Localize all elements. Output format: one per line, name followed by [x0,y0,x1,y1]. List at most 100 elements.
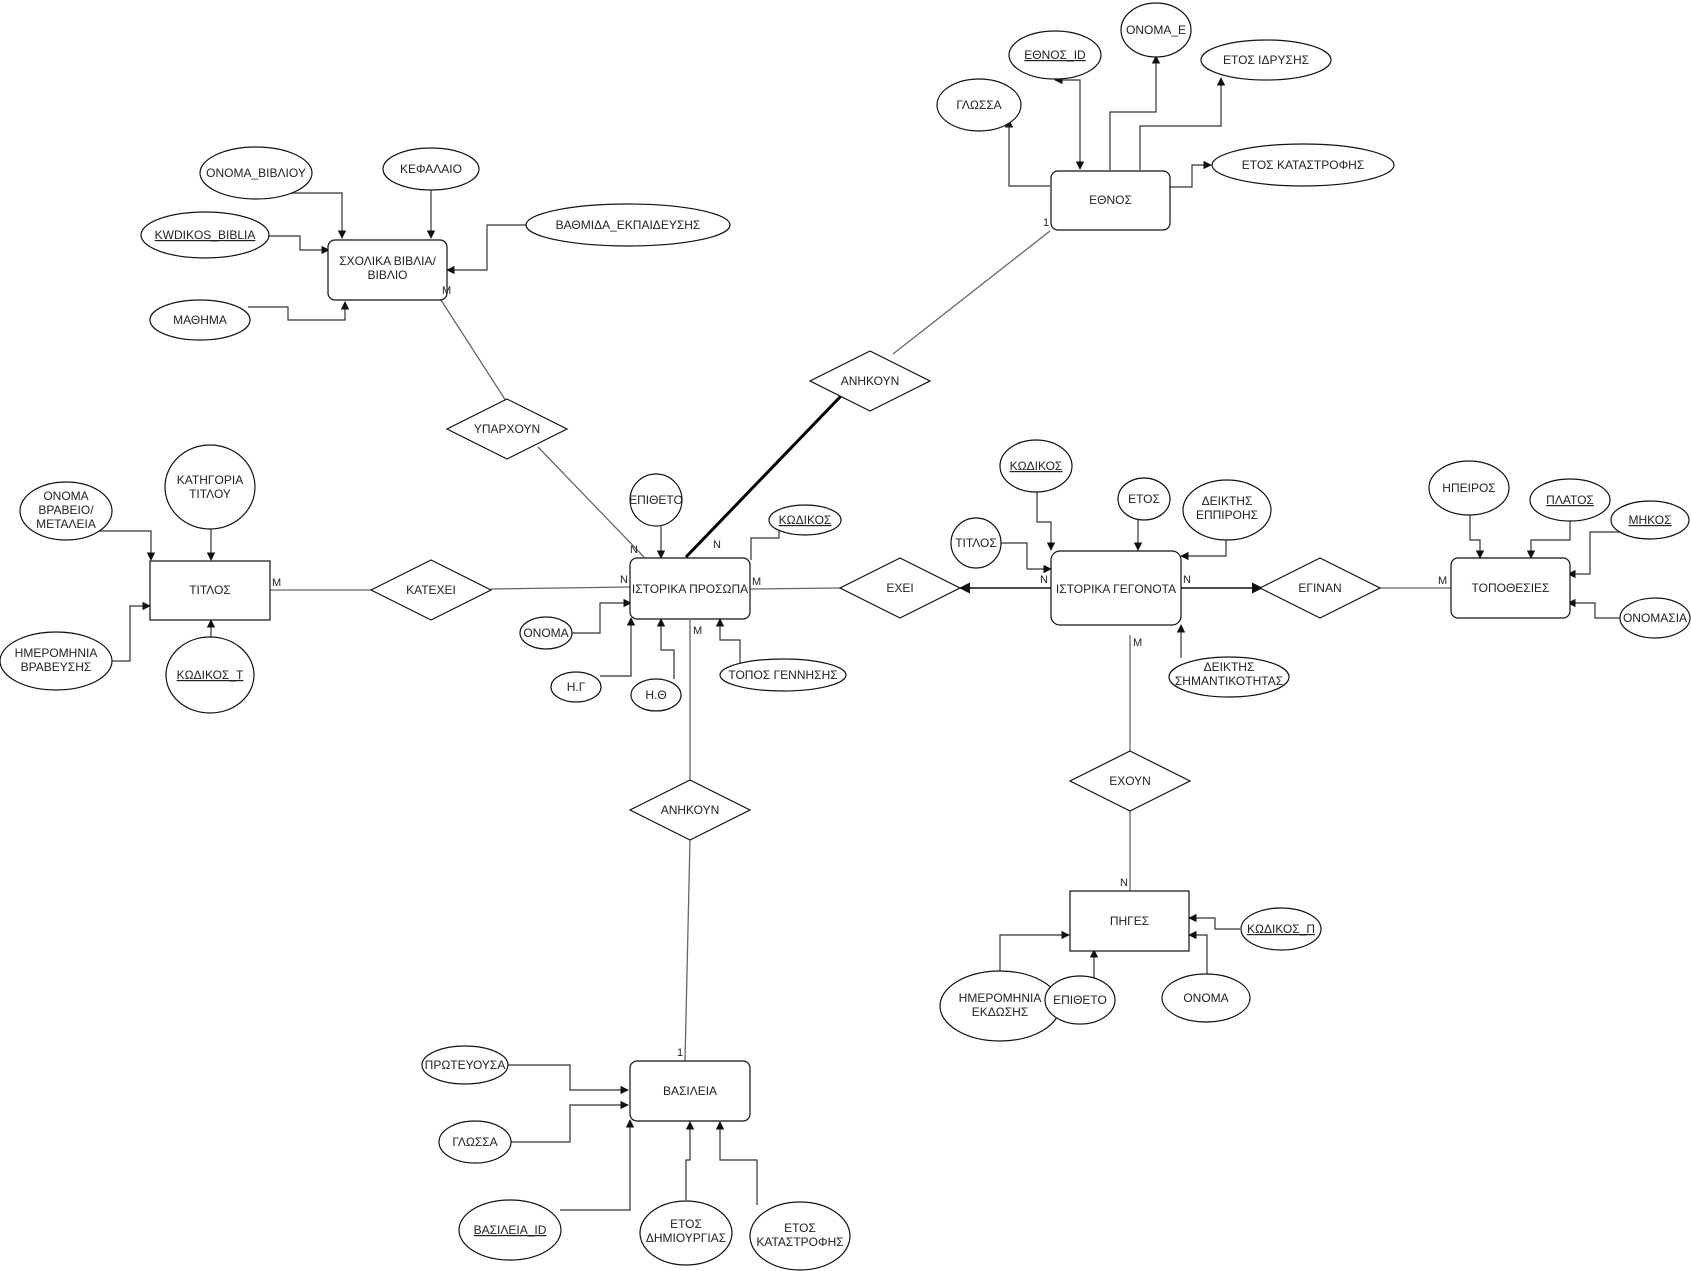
relationship-lines [270,230,1451,1062]
line-prosopa-exei [749,587,841,590]
cardinality-label: N [1120,877,1128,889]
rel-katexei[interactable]: ΚΑΤΕΧΕΙ [369,559,493,621]
cardinality-label: M [752,576,761,588]
cardinality-label: N [1040,574,1048,586]
cardinality-label: N [1183,574,1191,586]
attr-kwdikos-biblia[interactable] [140,211,270,259]
rel-eginan[interactable]: ΕΓΙΝΑΝ [1258,557,1382,619]
attr-deiktis-simantikotitas[interactable] [1168,656,1290,698]
attribute-label: ΕΘΝΟΣ_ID [1024,48,1086,62]
entity-piges[interactable]: ΠΗΓΕΣ [1069,890,1190,952]
attribute-label: ΤΙΤΛΟΣ [955,536,997,550]
attr-topos-gennisis[interactable] [719,658,847,692]
attr-kodikos-p[interactable] [768,504,842,536]
entities: ΕΘΝΟΣ ΣΧΟΛΙΚΑ ΒΙΒΛΙΑ/ΒΙΒΛΙΟ ΤΙΤΛΟΣ ΙΣΤΟΡ… [149,170,1571,1122]
entity-label: ΙΣΤΟΡΙΚΑ ΓΕΓΟΝΟΤΑ [1056,582,1176,596]
attr-etos-katastrofis-v[interactable] [749,1201,851,1271]
line-katexei-prosopa [490,586,631,590]
relationship-label: ΚΑΤΕΧΕΙ [406,583,456,597]
attr-kefalaio[interactable] [382,147,480,191]
attr-etos-g[interactable] [1117,477,1171,521]
attr-vathmida[interactable] [525,203,731,247]
rel-anikoun-vasileia[interactable]: ΑΝΗΚΟΥΝ [628,779,752,841]
rel-anikoun-ethnos[interactable]: ΑΝΗΚΟΥΝ [808,350,932,412]
attr-ipeiros[interactable] [1428,460,1510,516]
attr-glossa-e[interactable] [936,78,1022,132]
line-anikoun-prosopa [684,394,843,559]
entity-istorika-prosopa[interactable]: ΙΣΤΟΡΙΚΑ ΠΡΟΣΩΠΑ [629,557,751,620]
cardinality-label: 1 [677,1047,683,1059]
attribute-label: KWDIKOS_BIBLIA [155,228,256,242]
attr-onomasia[interactable] [1619,597,1691,639]
attr-onoma-p[interactable] [519,616,573,650]
rel-yparxoun[interactable]: ΥΠΑΡΧΟΥΝ [445,398,569,460]
entity-vasileia[interactable]: ΒΑΣΙΛΕΙΑ [629,1060,751,1122]
attribute-label: ΕΤΟΣ ΚΑΤΑΣΤΡΟΦΗΣ [1242,158,1365,172]
attribute-label: ΗΠΕΙΡΟΣ [1442,481,1495,495]
entity-label: ΕΘΝΟΣ [1089,193,1132,207]
attr-etos-dimiourgias[interactable] [639,1200,733,1266]
attr-kodikos-t[interactable] [165,636,255,714]
attr-epitheto-p[interactable] [629,473,683,527]
attribute-label: ΚΩΔΙΚΟΣ_Τ [177,668,244,682]
entity-istorika-gegonota[interactable]: ΙΣΤΟΡΙΚΑ ΓΕΓΟΝΟΤΑ [1050,550,1182,626]
attribute-label: ΓΛΩΣΣΑ [956,98,1001,112]
attr-vasileia-id[interactable] [458,1199,562,1261]
attribute-label: ΚΩΔΙΚΟΣ [779,513,832,527]
attr-onoma-vraveio[interactable] [19,481,113,541]
cardinalities: 1 M N N M N M M N N M M N 1 [272,217,1447,1059]
attribute-label: ΟΝΟΜΑ_ΒΙΒΛΙΟΥ [206,166,306,180]
attr-mathima[interactable] [149,299,251,341]
attr-glossa-v[interactable] [438,1120,512,1164]
attribute-label: ΤΟΠΟΣ ΓΕΝΝΗΣΗΣ [728,668,837,682]
rel-exei[interactable]: ΕΧΕΙ [838,557,962,619]
attribute-label: ΠΡΩΤΕΥΟΥΣΑ [425,1058,506,1072]
attribute-label: Η.Θ [645,688,666,702]
attribute-label: ΜΑΘΗΜΑ [173,313,227,327]
entity-topothesies[interactable]: ΤΟΠΟΘΕΣΙΕΣ [1450,557,1571,619]
attr-etos-idrysis[interactable] [1200,39,1332,81]
attr-onoma-e[interactable] [1120,2,1192,58]
attr-deiktis-eppiroris[interactable] [1182,479,1272,541]
attribute-label: ΕΠΙΘΕΤΟ [1053,993,1107,1007]
attr-epitheto-pg[interactable] [1044,975,1116,1025]
attr-mikos[interactable] [1610,500,1690,540]
attr-titlos-g[interactable] [950,517,1002,569]
relationship-label: ΥΠΑΡΧΟΥΝ [474,422,540,436]
attr-kodikos-pi[interactable] [1240,907,1322,951]
attr-ethnos-id[interactable] [1008,30,1102,80]
line-sxolika-yparxoun [440,299,507,402]
entity-ethnos[interactable]: ΕΘΝΟΣ [1050,170,1171,231]
attr-etos-katastrofis-e[interactable] [1211,143,1395,187]
attribute-connectors [98,55,1621,1211]
attr-imerominia-vraveysis[interactable] [0,631,113,691]
attribute-label: ΟΝΟΜΑ [523,626,568,640]
cardinality-label: M [693,625,702,637]
relationship-label: ΑΝΗΚΟΥΝ [841,374,900,388]
attr-onoma-pg[interactable] [1161,973,1251,1023]
entity-label: ΤΟΠΟΘΕΣΙΕΣ [1472,581,1550,595]
entity-sxolika-vivlia[interactable]: ΣΧΟΛΙΚΑ ΒΙΒΛΙΑ/ΒΙΒΛΙΟ [327,239,448,301]
attribute-label: ΒΑΘΜΙΔΑ_ΕΚΠΑΙΔΕΥΣΗΣ [556,218,701,232]
rel-exoun[interactable]: ΕΧΟΥΝ [1068,750,1192,812]
cardinality-label: N [630,544,638,556]
line-yparxoun-prosopa [537,446,645,558]
attr-hg[interactable] [550,671,602,703]
attr-htheta[interactable] [630,678,682,712]
attr-katigoria-titlou[interactable] [164,444,256,530]
attr-platos[interactable] [1529,478,1611,522]
attr-onoma-vivliou[interactable] [199,146,313,200]
attr-proteyousa[interactable] [421,1045,509,1085]
relationship-label: ΕΧΕΙ [886,581,913,595]
entity-titlos[interactable]: ΤΙΤΛΟΣ [149,560,271,621]
attribute-label: ΚΕΦΑΛΑΙΟ [400,162,462,176]
attr-kodikos-g[interactable] [999,439,1073,493]
relationship-label: ΕΓΙΝΑΝ [1298,581,1341,595]
